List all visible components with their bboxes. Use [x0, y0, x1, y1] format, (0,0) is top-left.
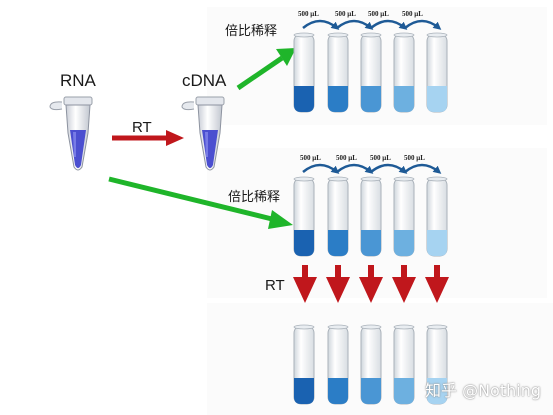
red-down-arrow	[392, 265, 416, 303]
volume-label: 500 μL	[298, 10, 319, 18]
test-tube	[293, 176, 315, 257]
rt-red-arrow	[112, 130, 184, 146]
red-down-arrow	[425, 265, 449, 303]
watermark: 知乎 @Nothing	[424, 381, 541, 400]
test-tube	[327, 32, 349, 113]
volume-label: 500 μL	[336, 154, 357, 162]
volume-label: 500 μL	[368, 10, 389, 18]
green-arrow-to-middle-rack	[108, 176, 293, 229]
test-tube	[426, 32, 448, 113]
volume-label: 500 μL	[335, 10, 356, 18]
rt-down-arrows	[293, 265, 449, 303]
test-tube	[393, 176, 415, 257]
test-tube	[393, 32, 415, 113]
dilution-label-top: 倍比稀释	[225, 24, 278, 39]
cdna-label: cDNA	[182, 71, 227, 90]
test-tube	[360, 32, 382, 113]
test-tube	[360, 176, 382, 257]
rna-label: RNA	[60, 71, 96, 90]
volume-label: 500 μL	[370, 154, 391, 162]
red-down-arrow	[359, 265, 383, 303]
cdna-eppendorf-tube	[181, 96, 225, 171]
volume-label: 500 μL	[300, 154, 321, 162]
test-tube	[293, 324, 315, 405]
middle-tube-rack	[293, 176, 448, 257]
volume-label: 500 μL	[402, 10, 423, 18]
top-transfer-arrows	[302, 19, 442, 30]
test-tube	[393, 324, 415, 405]
red-down-arrow	[293, 265, 317, 303]
test-tube	[293, 32, 315, 113]
test-tube	[426, 324, 448, 405]
rt-label-middle: RT	[265, 277, 285, 294]
rna-eppendorf-tube	[49, 96, 93, 171]
volume-label: 500 μL	[404, 154, 425, 162]
middle-transfer-arrows	[302, 163, 442, 174]
top-tube-rack	[293, 32, 448, 113]
test-tube	[426, 176, 448, 257]
bottom-tube-rack	[293, 324, 448, 405]
rt-label-top: RT	[132, 119, 152, 136]
test-tube	[327, 176, 349, 257]
dilution-label-middle: 倍比稀释	[228, 190, 281, 205]
test-tube	[360, 324, 382, 405]
test-tube	[327, 324, 349, 405]
green-arrow-to-top-rack	[236, 48, 296, 91]
red-down-arrow	[326, 265, 350, 303]
